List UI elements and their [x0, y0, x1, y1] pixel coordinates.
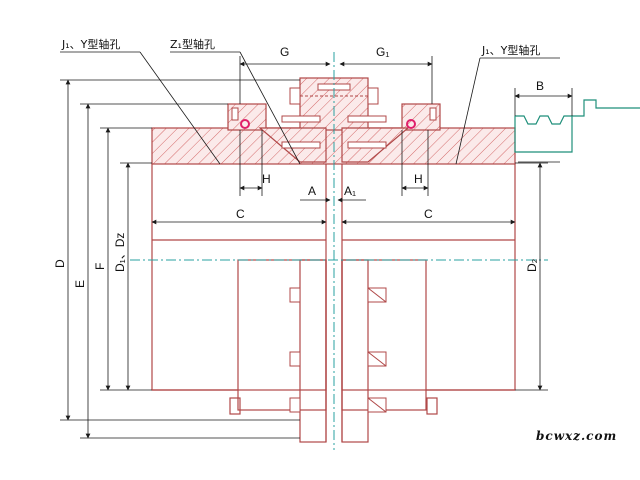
dim-g-label: G	[280, 45, 289, 59]
dim-h-right-label: H	[414, 172, 423, 186]
flange-bolts-lower	[289, 287, 387, 413]
centerlines	[130, 52, 548, 450]
dim-d2-label: D₂	[525, 258, 539, 272]
dim-f-label: F	[93, 263, 107, 270]
dim-h-left-label: H	[262, 172, 271, 186]
dim-e-label: E	[73, 280, 87, 288]
right-seal-icon	[406, 119, 416, 129]
right-bore-callout: J₁、Y型轴孔	[481, 43, 540, 57]
tooth-detail	[514, 99, 640, 163]
dim-d1-dz-label: D₁、Dz	[113, 233, 127, 272]
dim-a1-label: A₁	[344, 184, 356, 198]
center-bore-callout: Z₁型轴孔	[170, 37, 215, 51]
right-hub	[341, 259, 427, 411]
left-bore-callout: J₁、Y型轴孔	[61, 37, 120, 51]
right-flange	[341, 259, 369, 443]
seals	[240, 119, 416, 129]
dim-g1-label: G₁	[376, 45, 389, 59]
cover-screws	[231, 107, 437, 149]
dim-c-left-label: C	[236, 207, 245, 221]
dim-a-label: A	[308, 184, 316, 198]
left-seal-icon	[240, 119, 250, 129]
dim-b-label: B	[536, 79, 544, 93]
watermark: bcwxz.com	[536, 429, 617, 443]
left-flange	[299, 259, 327, 443]
left-hub	[237, 259, 327, 411]
flange-bolts-top	[289, 83, 379, 105]
dimension-lines	[60, 51, 573, 439]
dim-d-label: D	[53, 259, 67, 268]
dim-c-right-label: C	[424, 207, 433, 221]
